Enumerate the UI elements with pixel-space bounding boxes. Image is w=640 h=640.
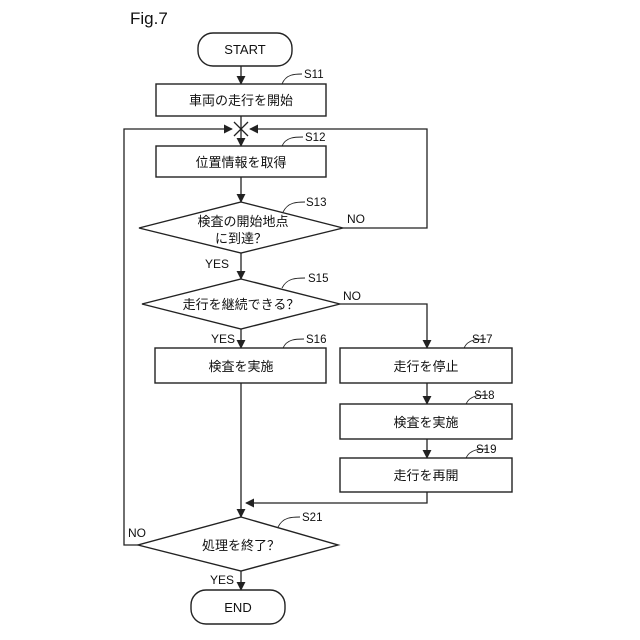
step-id-s16: S16 [306,334,326,346]
start-label: START [224,42,265,57]
step-id-s19: S19 [476,444,496,456]
decision-s15-label: 走行を継続できる？ [183,298,300,313]
step-leader [283,339,304,348]
process-s17-label: 走行を停止 [393,359,458,375]
step-leader [282,278,305,288]
edge-label-s21-no: NO [128,526,146,540]
process-s16-label: 検査を実施 [208,359,273,375]
process-s12-label: 位置情報を取得 [195,155,286,171]
edge-s15-no [340,304,427,348]
step-leader [278,517,300,527]
decision-s13-line2: に到達？ [215,232,267,247]
edge-s19-merge [246,492,427,503]
step-id-s21: S21 [302,512,322,524]
step-leader [282,74,302,84]
step-id-s17: S17 [472,334,492,346]
end-label: END [224,600,251,615]
edge-label-s13-no: NO [347,212,365,226]
step-id-s15: S15 [308,273,328,285]
process-s11-label: 車両の走行を開始 [189,94,293,109]
step-leader [282,137,303,146]
step-leader [283,202,305,212]
figure-title: Fig.7 [130,9,168,28]
step-id-s18: S18 [474,390,494,402]
decision-s13-line1: 検査の開始地点 [197,215,288,230]
process-s19-label: 走行を再開 [393,469,458,484]
edge-label-s15-no: NO [343,289,361,303]
step-id-s13: S13 [306,197,326,209]
edge-label-s21-yes: YES [210,573,234,587]
edge-label-s13-yes: YES [205,257,229,271]
edge-label-s15-yes: YES [211,332,235,346]
decision-s21-label: 処理を終了？ [202,538,280,554]
process-s18-label: 検査を実施 [393,415,458,431]
step-id-s12: S12 [305,132,325,144]
step-id-s11: S11 [304,69,324,81]
